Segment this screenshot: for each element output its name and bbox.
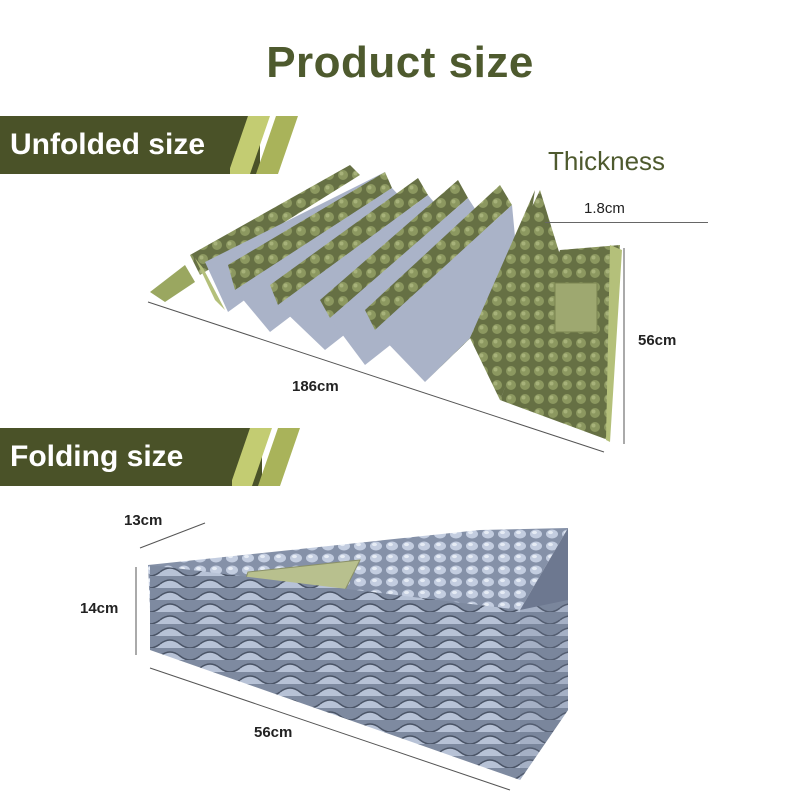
folded-mat	[148, 528, 568, 780]
unfolded-length-label: 186cm	[292, 378, 339, 395]
depth-dimension-line	[139, 522, 206, 549]
banner-stripes-decoration	[232, 428, 300, 486]
folded-depth-label: 13cm	[124, 512, 163, 529]
banner-stripes-decoration	[230, 116, 298, 174]
thickness-dimension-line	[545, 222, 708, 223]
folded-height-label: 14cm	[80, 600, 119, 617]
folding-size-banner: Folding size	[0, 428, 262, 486]
unfolded-size-heading: Unfolded size	[10, 128, 206, 161]
thickness-value: 1.8cm	[584, 200, 625, 217]
unfolded-width-label: 56cm	[638, 332, 677, 349]
unfolded-size-banner: Unfolded size	[0, 116, 260, 174]
folded-length-dimension-line	[149, 667, 511, 791]
thickness-title: Thickness	[548, 146, 666, 176]
unfolded-mat	[150, 165, 622, 442]
page-title: Product size	[266, 38, 534, 87]
folded-length-label: 56cm	[254, 724, 293, 741]
length-dimension-line	[147, 301, 605, 453]
folding-size-heading: Folding size	[10, 440, 184, 473]
